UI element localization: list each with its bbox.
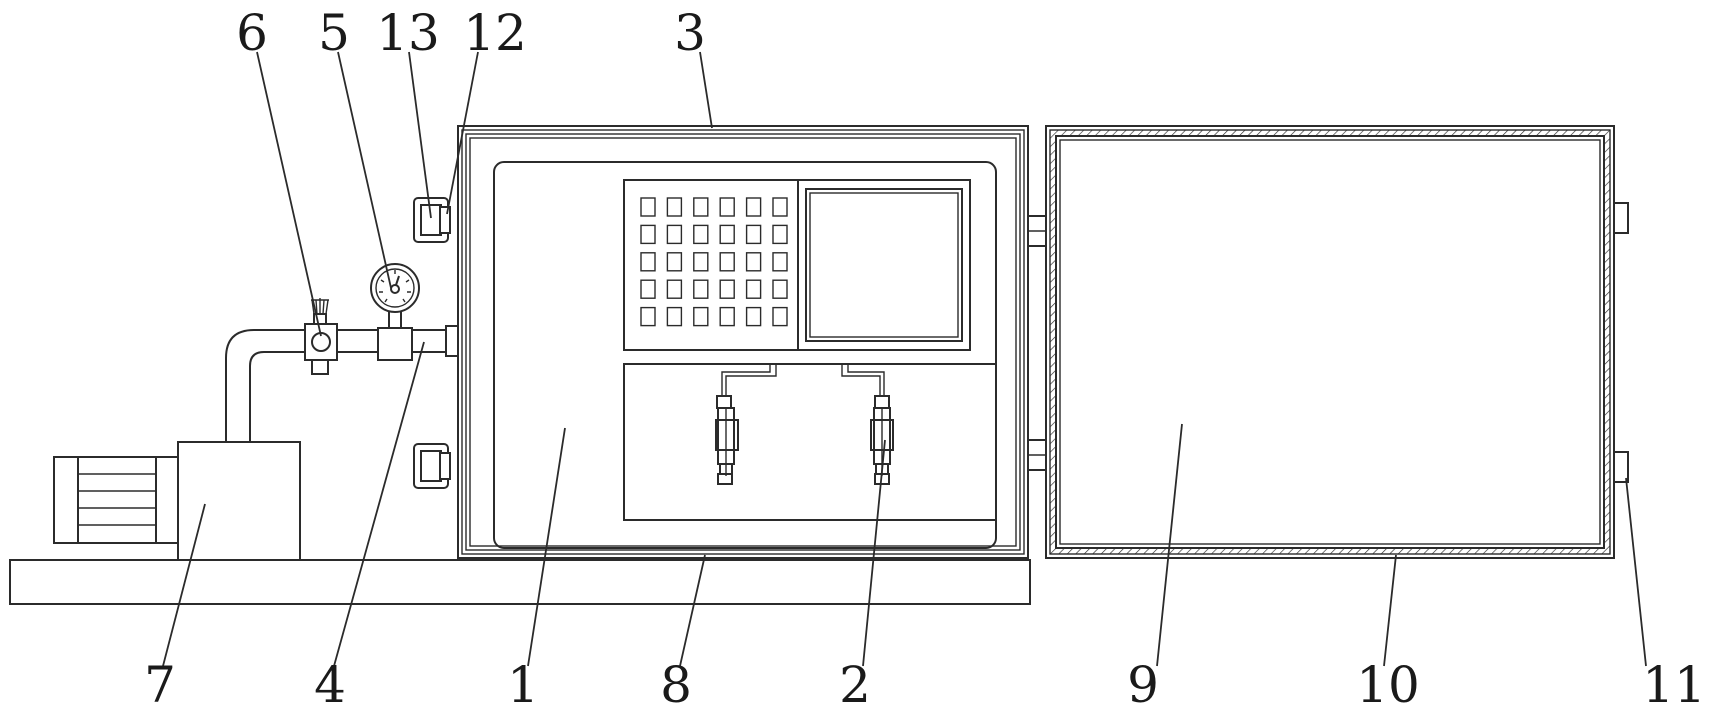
keypad-key	[693, 306, 709, 327]
callout-8: 8	[660, 656, 692, 714]
keypad-key	[745, 279, 762, 299]
keypad-key	[666, 306, 683, 327]
keypad-key	[719, 197, 735, 217]
keypad-key	[693, 279, 709, 299]
keypad-key	[745, 224, 762, 245]
keypad-key	[745, 252, 762, 272]
cabinet-body	[457, 125, 1029, 559]
keypad-key	[693, 224, 709, 245]
keypad-key	[666, 224, 683, 245]
keypad-key	[640, 279, 656, 299]
door	[1045, 125, 1615, 559]
callout-11: 11	[1642, 656, 1706, 714]
callout-3: 3	[674, 4, 706, 62]
keypad-key	[772, 279, 788, 299]
hinges	[1027, 215, 1047, 471]
callout-12: 12	[463, 4, 527, 62]
latch-upper	[413, 197, 451, 243]
display-screen	[805, 188, 963, 342]
keypad	[640, 197, 788, 327]
callout-2: 2	[839, 656, 871, 714]
callout-7: 7	[144, 656, 176, 714]
keypad-key	[719, 279, 735, 299]
keypad-key	[640, 224, 656, 245]
keypad-key	[772, 224, 788, 245]
keypad-key	[772, 252, 788, 272]
door-latches	[1613, 202, 1629, 483]
keypad-key	[719, 224, 735, 245]
leader-lines	[162, 51, 1647, 667]
keypad-key	[772, 197, 788, 217]
pump-motor	[53, 456, 179, 544]
keypad-key	[640, 306, 656, 327]
valve	[304, 298, 338, 375]
latch-lower	[413, 443, 451, 489]
callout-4: 4	[314, 656, 346, 714]
keypad-key	[666, 279, 683, 299]
inlet-pipe	[225, 325, 459, 442]
callout-labels: 6 5 13 12 3 7 4 1 8 2 9 10 11	[144, 4, 1706, 714]
control-panel	[623, 179, 971, 351]
keypad-key	[719, 306, 735, 327]
callout-1: 1	[507, 656, 539, 714]
keypad-key	[693, 197, 709, 217]
keypad-key	[745, 306, 762, 327]
keypad-key	[640, 252, 656, 272]
base-platform	[9, 559, 1031, 605]
callout-10: 10	[1356, 656, 1420, 714]
callout-13: 13	[376, 4, 440, 62]
callout-6: 6	[236, 4, 268, 62]
keypad-key	[666, 252, 683, 272]
clip-compartment	[623, 363, 997, 521]
pump-housing	[177, 441, 301, 561]
keypad-key	[745, 197, 762, 217]
callout-9: 9	[1127, 656, 1159, 714]
callout-5: 5	[318, 4, 350, 62]
keypad-key	[719, 252, 735, 272]
keypad-key	[772, 306, 788, 327]
keypad-key	[640, 197, 656, 217]
pressure-gauge	[370, 263, 420, 361]
keypad-key	[693, 252, 709, 272]
keypad-key	[666, 197, 683, 217]
